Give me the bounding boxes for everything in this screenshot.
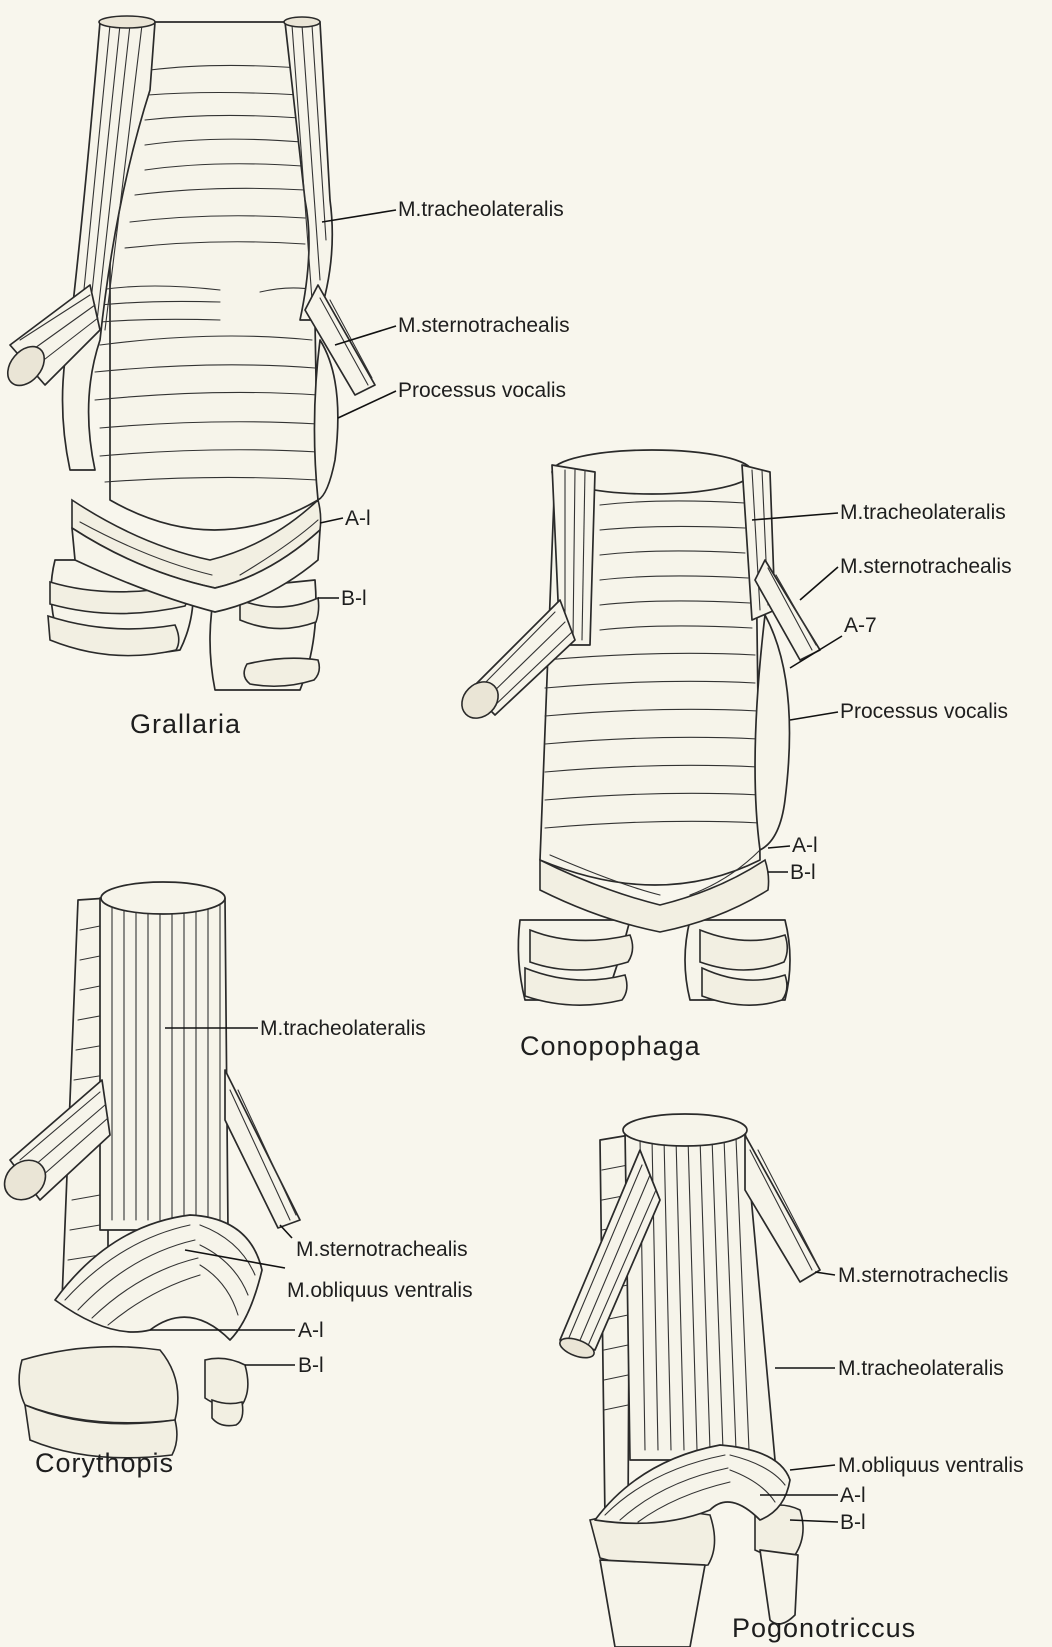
corythopis-label-sternotrachealis: M.sternotrachealis [296,1238,468,1261]
corythopis-trachea [100,898,228,1230]
grallaria-label-b1: B-l [341,587,367,610]
syrinx-conopophaga [455,450,820,1005]
conopophaga-label-processus: Processus vocalis [840,700,1008,723]
syrinx-grallaria [0,16,375,690]
grallaria-label-a1: A-l [345,507,371,530]
corythopis-trachea-opening [101,882,225,914]
grallaria-label-sternotrachealis: M.sternotrachealis [398,314,570,337]
conopophaga-processus-vocalis [755,615,789,850]
pogonotriccus-trachea-opening [623,1114,747,1146]
corythopis-label-b1: B-l [298,1354,324,1377]
corythopis-label-obliquus: M.obliquus ventralis [287,1279,473,1302]
corythopis-genus-name: Corythopis [35,1448,174,1478]
conopophaga-label-sternotrachealis: M.sternotrachealis [840,555,1012,578]
pogonotriccus-label-sternotrachealis: M.sternotracheclis [838,1264,1008,1287]
syrinx-corythopis [0,882,300,1458]
grallaria-label-processus: Processus vocalis [398,379,566,402]
conopophaga-label-a1: A-l [792,834,818,857]
pogonotriccus-label-a1: A-l [840,1484,866,1507]
grallaria-genus-name: Grallaria [130,709,241,739]
pogonotriccus-label-obliquus: M.obliquus ventralis [838,1454,1024,1477]
pogonotriccus-genus-name: Pogonotriccus [732,1613,916,1643]
corythopis-sternotrachealis-right [225,1070,300,1228]
conopophaga-label-a7: A-7 [844,614,877,637]
pogonotriccus-label-tracheolateralis: M.tracheolateralis [838,1357,1004,1380]
grallaria-cut-ring [244,658,319,686]
corythopis-label-tracheolateralis: M.tracheolateralis [260,1017,426,1040]
grallaria-processus-vocalis [314,340,337,500]
conopophaga-genus-name: Conopophaga [520,1031,701,1061]
grallaria-label-tracheolateralis: M.tracheolateralis [398,198,564,221]
pogonotriccus-label-b1: B-l [840,1511,866,1534]
conopophaga-label-tracheolateralis: M.tracheolateralis [840,501,1006,524]
syrinx-pogonotriccus [557,1114,820,1647]
conopophaga-label-b1: B-l [790,861,816,884]
corythopis-label-a1: A-l [298,1319,324,1342]
